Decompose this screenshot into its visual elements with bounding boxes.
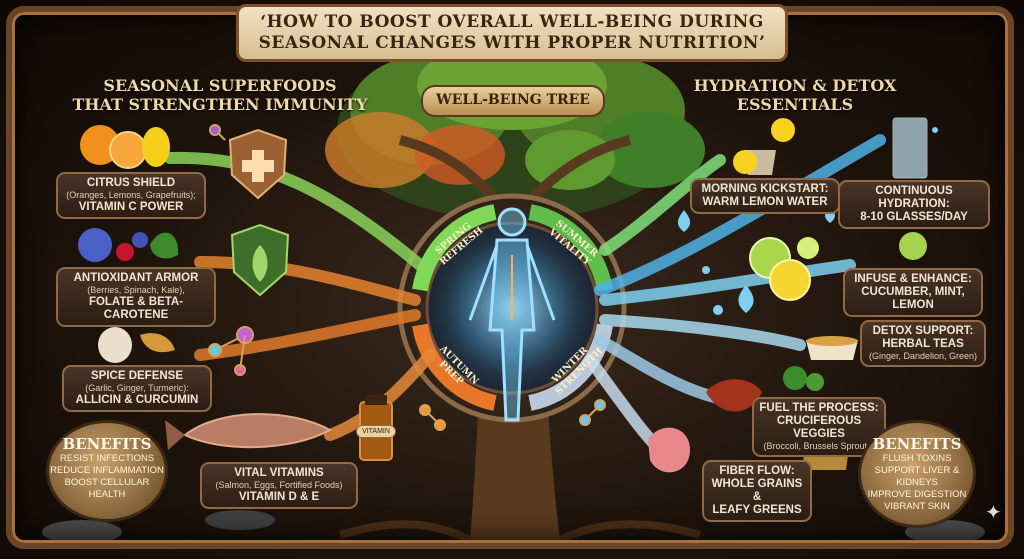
spice-defense-detail: (Garlic, Ginger, Turmeric): [85,383,189,393]
vitamin-bottle-text: VITAMIN [362,428,390,435]
vital-vitamins-label: VITAL VITAMINS (Salmon, Eggs, Fortified … [200,462,358,509]
vitamin-bottle-label: VITAMIN [356,425,396,438]
fiber-flow-title: FIBER FLOW: [719,465,795,477]
fiber-flow-sub2: LEAFY GREENS [712,504,802,516]
vital-vitamins-sub: VITAMIN D & E [238,491,320,503]
fuel-the-process-detail: (Broccoli, Brussels Sprouts) [763,441,875,451]
citrus-shield-sub: VITAMIN C POWER [78,201,184,213]
left-benefit-2: REDUCE INFLAMMATION [50,465,164,476]
antioxidant-armor-label: ANTIOXIDANT ARMOR (Berries, Spinach, Kal… [56,267,216,327]
food-illustrations [78,117,928,473]
right-benefits-heading: BENEFITS [872,435,962,453]
fiber-flow-label: FIBER FLOW: WHOLE GRAINS & LEAFY GREENS [702,460,812,522]
shield-icons [228,128,290,297]
detox-support-label: DETOX SUPPORT: HERBAL TEAS (Ginger, Dand… [860,320,986,367]
detox-support-sub: HERBAL TEAS [882,338,964,350]
molecule-icons [208,124,606,431]
vital-vitamins-title: VITAL VITAMINS [234,467,324,479]
infuse-enhance-sub: CUCUMBER, MINT, LEMON [861,286,965,311]
left-benefit-3: BOOST CELLULAR HEALTH [64,477,150,500]
antioxidant-armor-title: ANTIOXIDANT ARMOR [73,272,199,284]
left-benefits-heading: BENEFITS [62,435,152,453]
right-benefits-badge: BENEFITS FLUSH TOXINS SUPPORT LIVER & KI… [858,420,976,528]
infuse-enhance-title: INFUSE & ENHANCE: [854,273,972,285]
right-heading-line-1: HYDRATION & DETOX [693,76,897,95]
fuel-the-process-sub: CRUCIFEROUS VEGGIES [776,415,862,440]
sparkle-icon: ✦ [985,500,1002,524]
right-benefit-1: FLUSH TOXINS [882,453,952,464]
title-line-2: SEASONAL CHANGES WITH PROPER NUTRITION’ [258,33,766,53]
citrus-shield-label: CITRUS SHIELD (Oranges, Lemons, Grapefru… [56,172,206,219]
right-benefit-3: IMPROVE DIGESTION [867,489,967,500]
right-heading-line-2: ESSENTIALS [736,95,854,114]
left-section-heading: SEASONAL SUPERFOODS THAT STRENGTHEN IMMU… [60,76,380,114]
antioxidant-armor-detail: (Berries, Spinach, Kale), [87,285,185,295]
human-figure [468,207,556,422]
left-heading-line-1: SEASONAL SUPERFOODS [103,76,337,95]
left-benefit-1: RESIST INFECTIONS [59,453,155,464]
infuse-enhance-label: INFUSE & ENHANCE: CUCUMBER, MINT, LEMON [843,268,983,317]
morning-kickstart-title: MORNING KICKSTART: [701,183,829,195]
left-benefits-badge: BENEFITS RESIST INFECTIONS REDUCE INFLAM… [46,420,168,522]
left-heading-line-2: THAT STRENGTHEN IMMUNITY [72,95,368,114]
right-benefit-2: SUPPORT LIVER & KIDNEYS [874,465,960,488]
citrus-shield-title: CITRUS SHIELD [86,177,176,189]
fuel-the-process-label: FUEL THE PROCESS: CRUCIFEROUS VEGGIES (B… [752,397,886,457]
fuel-the-process-title: FUEL THE PROCESS: [759,402,879,414]
detox-support-title: DETOX SUPPORT: [872,325,974,337]
fiber-flow-sub: WHOLE GRAINS & [711,478,803,503]
right-section-heading: HYDRATION & DETOX ESSENTIALS [690,76,900,114]
antioxidant-armor-sub: FOLATE & BETA-CAROTENE [88,296,184,321]
continuous-hydration-label: CONTINUOUS HYDRATION: 8-10 GLASSES/DAY [838,180,990,229]
continuous-hydration-sub: 8-10 GLASSES/DAY [860,211,968,223]
vital-vitamins-detail: (Salmon, Eggs, Fortified Foods) [215,480,343,490]
spice-defense-sub: ALLICIN & CURCUMIN [75,394,199,406]
title-line-1: ‘HOW TO BOOST OVERALL WELL-BEING DURING [260,12,764,32]
spice-defense-title: SPICE DEFENSE [90,370,184,382]
citrus-shield-detail: (Oranges, Lemons, Grapefruits); [66,190,196,200]
detox-support-detail: (Ginger, Dandelion, Green) [868,351,978,361]
spice-defense-label: SPICE DEFENSE (Garlic, Ginger, Turmeric)… [62,365,212,412]
morning-kickstart-sub: WARM LEMON WATER [702,196,828,208]
right-benefit-4: VIBRANT SKIN [884,501,950,512]
continuous-hydration-title: CONTINUOUS HYDRATION: [875,185,953,210]
morning-kickstart-label: MORNING KICKSTART: WARM LEMON WATER [690,178,840,214]
well-being-tree-label: WELL-BEING TREE [421,85,605,117]
title-banner: ‘HOW TO BOOST OVERALL WELL-BEING DURING … [236,4,788,62]
